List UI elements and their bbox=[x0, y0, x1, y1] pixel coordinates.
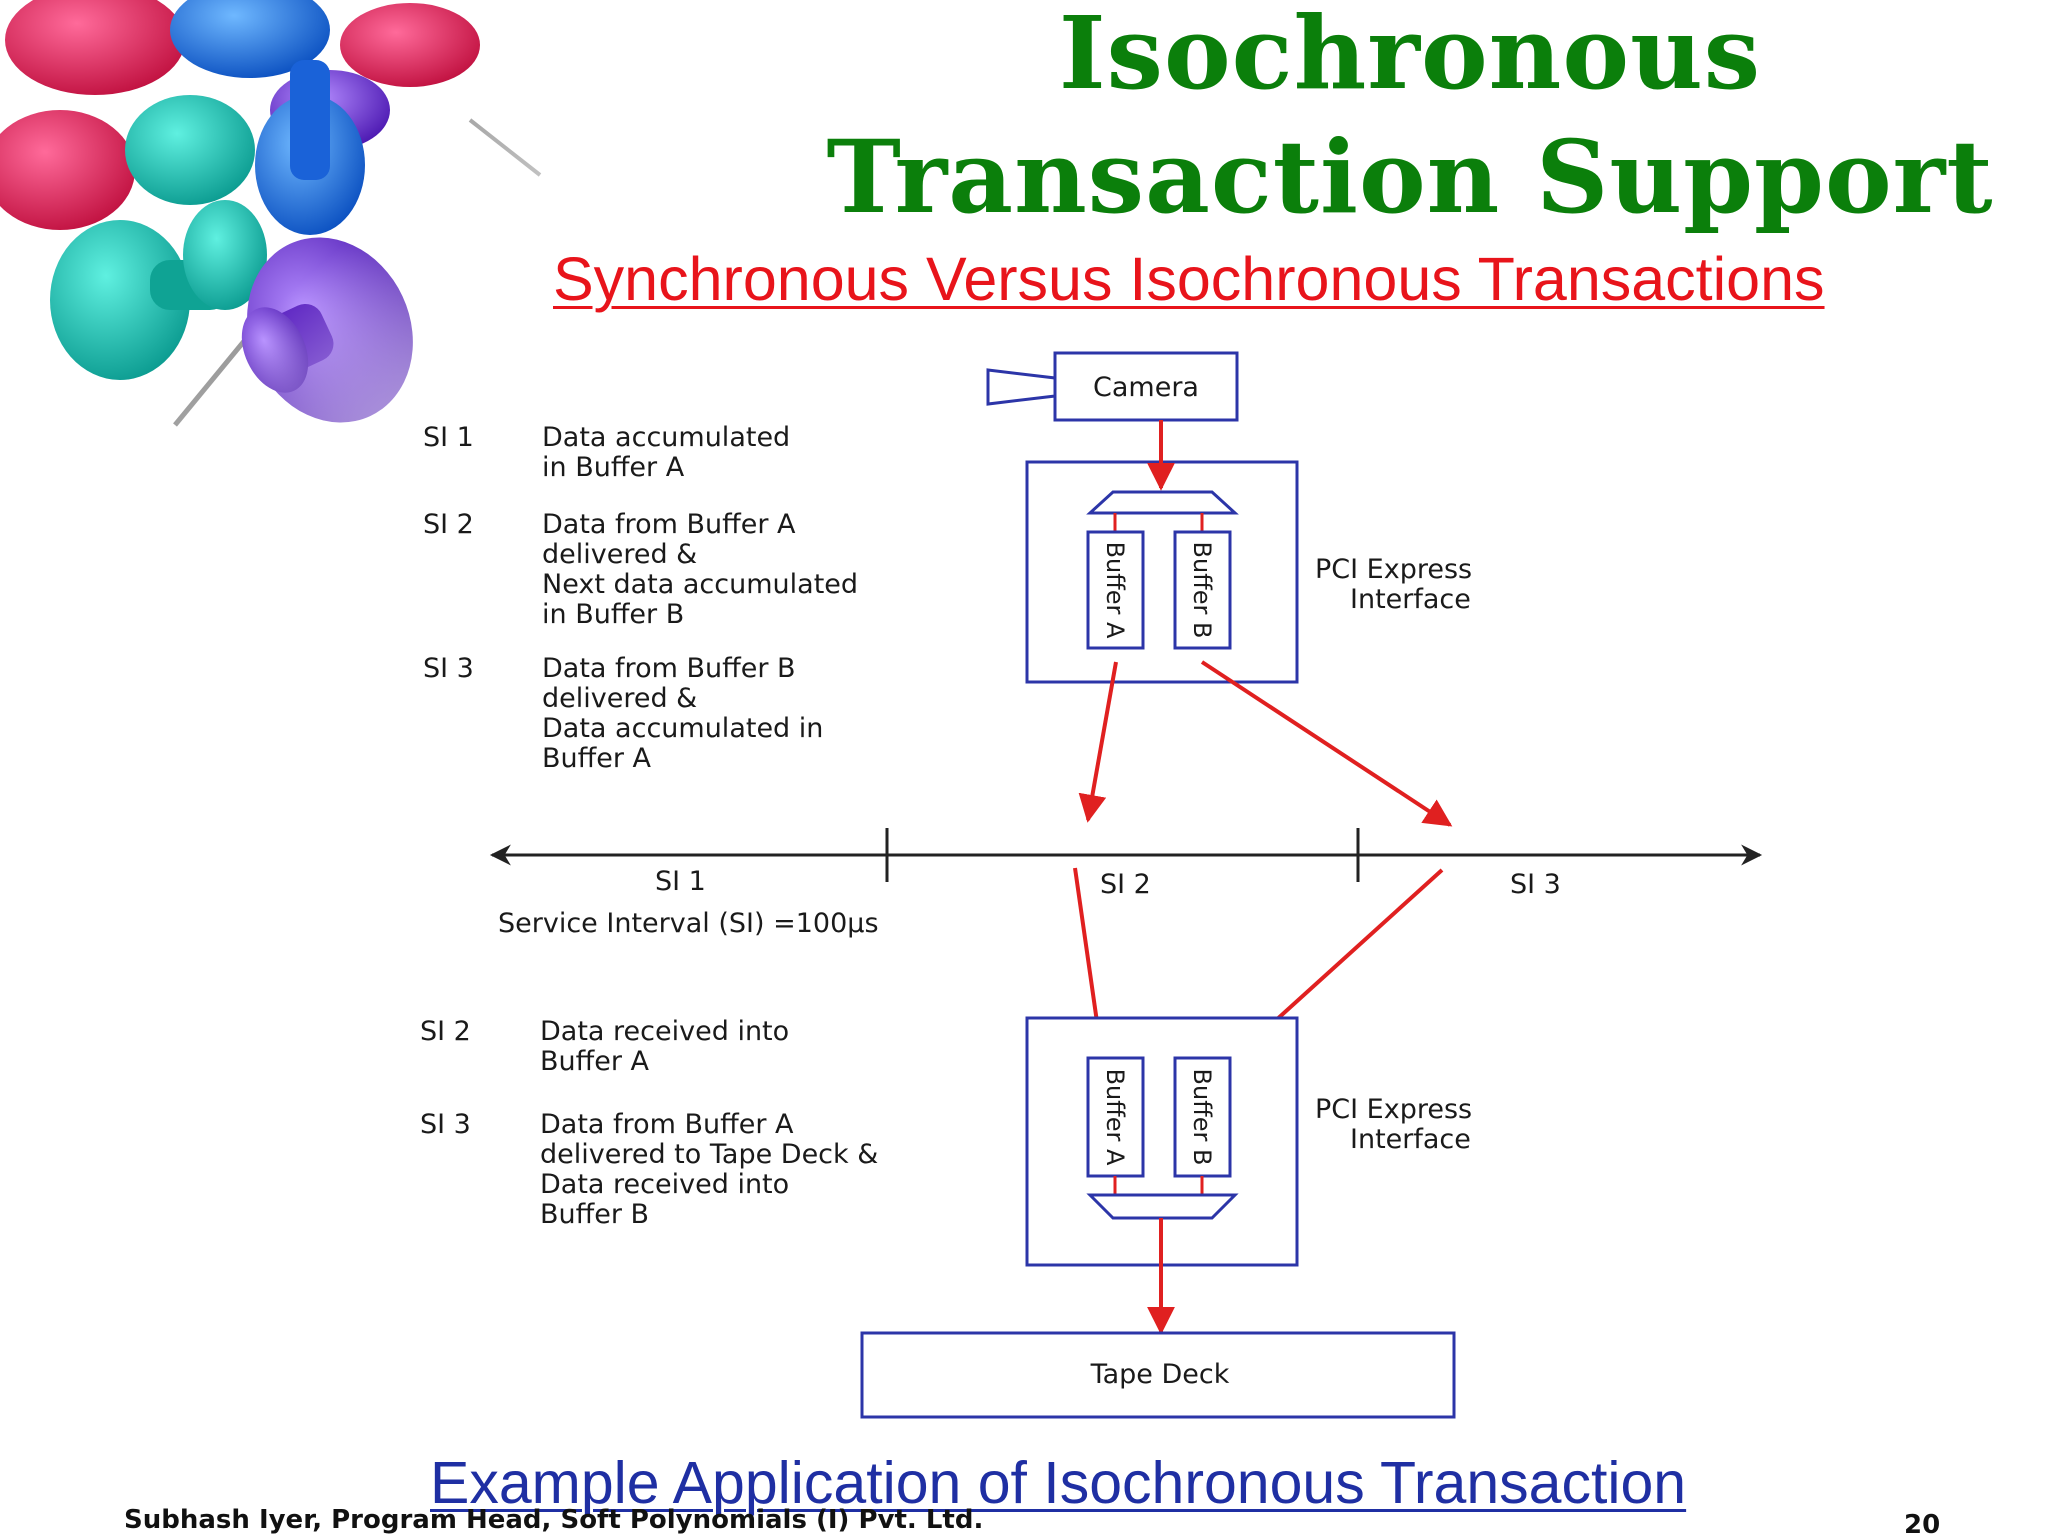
receive-notes: SI 2 Data received into Buffer A SI 3 Da… bbox=[420, 1016, 878, 1230]
timeline-si3: SI 3 bbox=[1510, 869, 1561, 900]
send-note-2-si: SI 2 bbox=[423, 509, 474, 540]
slide-footer: Subhash Iyer, Program Head, Soft Polynom… bbox=[124, 1505, 984, 1535]
receive-note-2-line1: Data from Buffer A bbox=[540, 1109, 794, 1140]
send-note-2-line1: Data from Buffer A bbox=[542, 509, 796, 540]
send-note-3-line3: Data accumulated in bbox=[542, 713, 823, 744]
receive-note-2-line2: delivered to Tape Deck & bbox=[540, 1139, 878, 1170]
tape-deck-box bbox=[860, 1331, 1456, 1419]
timeline-si2: SI 2 bbox=[1100, 869, 1151, 900]
send-note-1-line1: Data accumulated bbox=[542, 422, 790, 453]
receive-note-2-si: SI 3 bbox=[420, 1109, 471, 1140]
buffer-a-top bbox=[1086, 530, 1145, 650]
mux-bottom bbox=[1086, 1193, 1239, 1220]
send-note-1-line2: in Buffer A bbox=[542, 452, 685, 483]
send-note-3-line2: delivered & bbox=[542, 683, 697, 714]
receive-note-1-line2: Buffer A bbox=[540, 1046, 650, 1077]
push-pins-image bbox=[0, 0, 560, 500]
buffer-a-bottom-label: Buffer A bbox=[1101, 1069, 1129, 1166]
interface-top-line2: Interface bbox=[1350, 584, 1471, 615]
interface-bottom-line2: Interface bbox=[1350, 1124, 1471, 1155]
send-note-3-line4: Buffer A bbox=[542, 743, 652, 774]
buffer-b-bottom bbox=[1173, 1056, 1232, 1178]
send-note-3-line1: Data from Buffer B bbox=[542, 653, 796, 684]
send-note-2-line4: in Buffer B bbox=[542, 599, 684, 630]
send-note-3-si: SI 3 bbox=[423, 653, 474, 684]
buffer-b-top-label: Buffer B bbox=[1188, 542, 1216, 639]
arrow-buffer-b-to-si3 bbox=[1200, 660, 1453, 827]
arrow-buffer-a-to-si2 bbox=[1078, 661, 1118, 823]
slide-title-line1: Isochronous bbox=[1058, 0, 1762, 112]
interface-bottom-line1: PCI Express bbox=[1315, 1094, 1472, 1125]
camera-box: Camera bbox=[1053, 351, 1239, 422]
buffer-b-top bbox=[1173, 530, 1232, 650]
service-interval-label: Service Interval (SI) =100µs bbox=[498, 908, 879, 939]
slide-title-line2: Transaction Support bbox=[826, 118, 1994, 236]
slide-subtitle: Synchronous Versus Isochronous Transacti… bbox=[553, 245, 1825, 313]
camera-lens-icon bbox=[986, 368, 1057, 406]
buffer-b-bottom-label: Buffer B bbox=[1188, 1069, 1216, 1166]
send-note-2-line2: delivered & bbox=[542, 539, 697, 570]
receive-note-2-line3: Data received into bbox=[540, 1169, 789, 1200]
receive-note-2-line4: Buffer B bbox=[540, 1199, 649, 1230]
diagram-caption: Example Application of Isochronous Trans… bbox=[430, 1450, 1687, 1516]
send-note-1-si: SI 1 bbox=[423, 422, 474, 453]
camera-label: Camera bbox=[1093, 372, 1199, 403]
receive-note-1-si: SI 2 bbox=[420, 1016, 471, 1047]
page-number: 20 bbox=[1904, 1510, 1941, 1540]
interface-top-line1: PCI Express bbox=[1315, 554, 1472, 585]
buffer-a-top-label: Buffer A bbox=[1101, 542, 1129, 639]
send-notes: SI 1 Data accumulated in Buffer A SI 2 D… bbox=[423, 422, 858, 774]
timeline-si1: SI 1 bbox=[655, 866, 706, 897]
tape-deck-label: Tape Deck bbox=[1090, 1359, 1230, 1390]
mux-top bbox=[1086, 490, 1239, 515]
receive-note-1-line1: Data received into bbox=[540, 1016, 789, 1047]
send-note-2-line3: Next data accumulated bbox=[542, 569, 858, 600]
